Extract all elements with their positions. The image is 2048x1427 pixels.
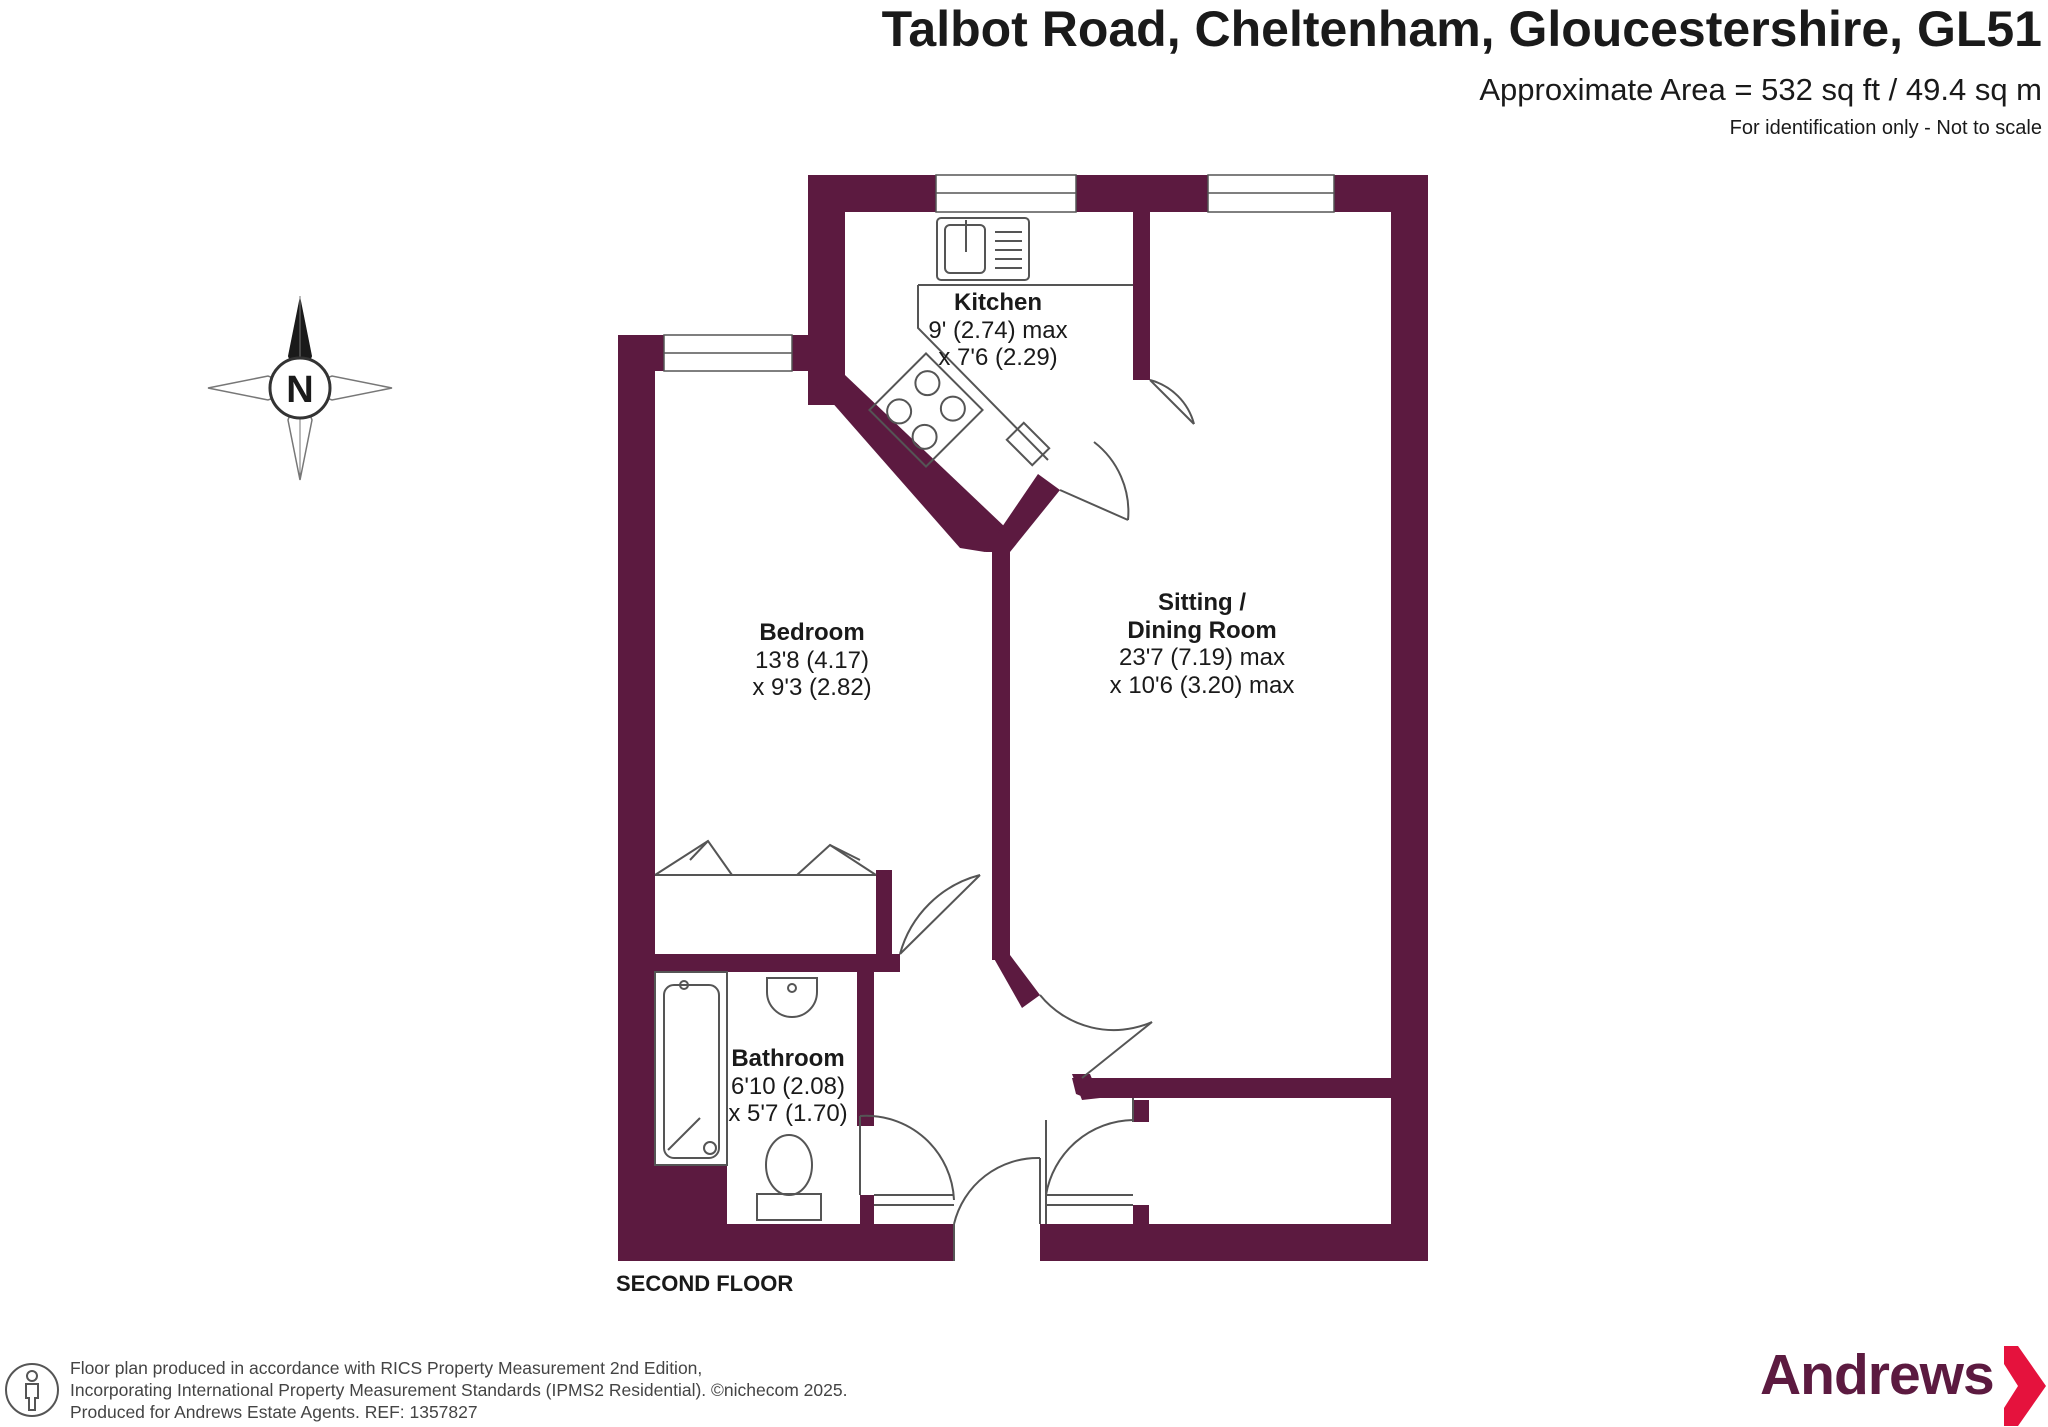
toilet-icon [756, 1193, 822, 1221]
bedroom-dim-2: x 9'3 (2.82) [752, 674, 871, 701]
bathroom-dim-1: 6'10 (2.08) [731, 1073, 845, 1100]
bedroom-dim-1: 13'8 (4.17) [755, 647, 869, 674]
bedroom-name: Bedroom [759, 619, 864, 646]
person-scale-icon [5, 1363, 59, 1417]
footer-line-2: Incorporating International Property Mea… [70, 1380, 848, 1400]
footer-line-1: Floor plan produced in accordance with R… [70, 1358, 703, 1378]
north-compass-icon: N [207, 296, 393, 481]
windows [663, 174, 1335, 372]
bathroom-dim-2: x 5'7 (1.70) [728, 1100, 847, 1127]
property-address: Talbot Road, Cheltenham, Gloucestershire… [881, 1, 2042, 57]
brand-name: Andrews [1760, 1343, 1995, 1407]
approximate-area: Approximate Area = 532 sq ft / 49.4 sq m [1479, 72, 2042, 107]
andrews-logo: Andrews [1760, 1342, 2046, 1426]
basin-icon [766, 977, 818, 1018]
footer-disclaimer: Floor plan produced in accordance with R… [70, 1357, 847, 1423]
hob-icon [868, 352, 984, 468]
kitchen-name: Kitchen [954, 289, 1042, 316]
sitting-name-1: Sitting / [1158, 589, 1246, 616]
sink-icon [936, 217, 1030, 281]
walls [618, 175, 1428, 1261]
sitting-dim-1: 23'7 (7.19) max [1119, 644, 1285, 671]
compass-north-label: N [286, 369, 313, 411]
kitchen-fixtures [868, 217, 1133, 468]
doors [859, 379, 1195, 1261]
room-labels: Kitchen 9' (2.74) max x 7'6 (2.29) Bedro… [728, 289, 1294, 1127]
wardrobe [654, 839, 877, 876]
bath-icon [654, 971, 728, 1166]
kitchen-dim-2: x 7'6 (2.29) [938, 344, 1057, 371]
sitting-dim-2: x 10'6 (3.20) max [1110, 672, 1295, 699]
scale-disclaimer: For identification only - Not to scale [1729, 117, 2042, 139]
bathroom-name: Bathroom [731, 1045, 844, 1072]
kitchen-dim-1: 9' (2.74) max [928, 317, 1067, 344]
footer-line-3: Produced for Andrews Estate Agents. REF:… [70, 1402, 478, 1422]
bathroom-fixtures [654, 971, 822, 1221]
floor-label: SECOND FLOOR [616, 1271, 793, 1296]
chevron-right-icon [2004, 1346, 2046, 1426]
sitting-name-2: Dining Room [1127, 617, 1276, 644]
